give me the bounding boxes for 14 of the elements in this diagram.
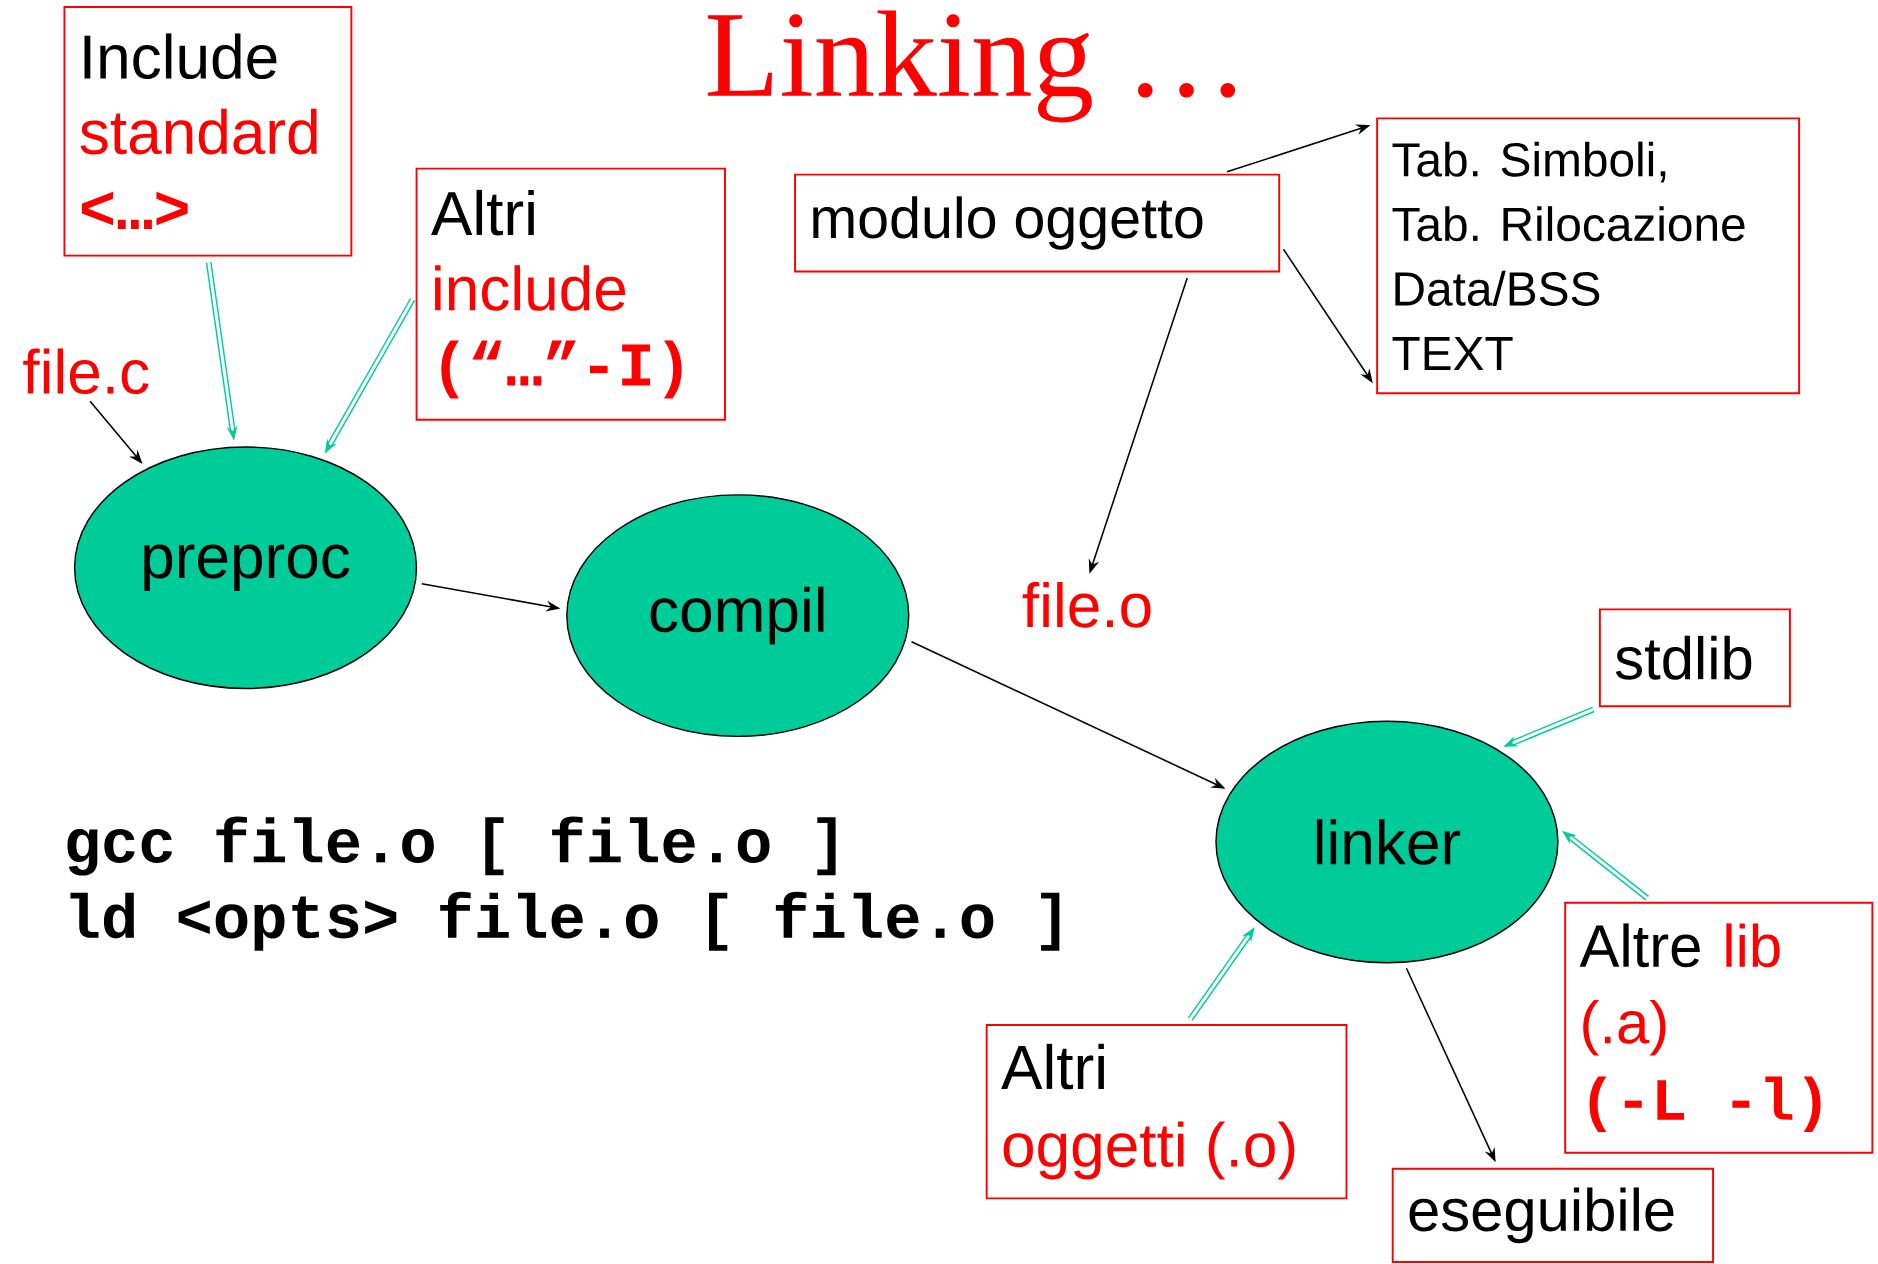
text-box: Altri oggetti (.o) [985, 1024, 1348, 1200]
arrow [1562, 831, 1649, 901]
text-label: file.o [1022, 582, 1151, 628]
text-box: Include standard <…> [63, 6, 353, 257]
text-box: Altre lib (.a) (-L -l) [1564, 902, 1874, 1154]
text-box: eseguibile [1391, 1168, 1714, 1264]
command-line: ld <opts> file.o [ file.o ] [70, 892, 1060, 951]
command-line: gcc file.o [ file.o ] [67, 816, 836, 876]
text-box: stdlib [1598, 608, 1791, 708]
text-label: file.c [23, 348, 149, 395]
text-box: Tab. Simboli, Tab. Rilocazione Data/BSS TEXT [1376, 117, 1801, 395]
title: Linking … [707, 10, 1236, 123]
text-box: Altri include (“…”-I) [415, 167, 726, 421]
text-box: modulo oggetto [794, 173, 1281, 273]
